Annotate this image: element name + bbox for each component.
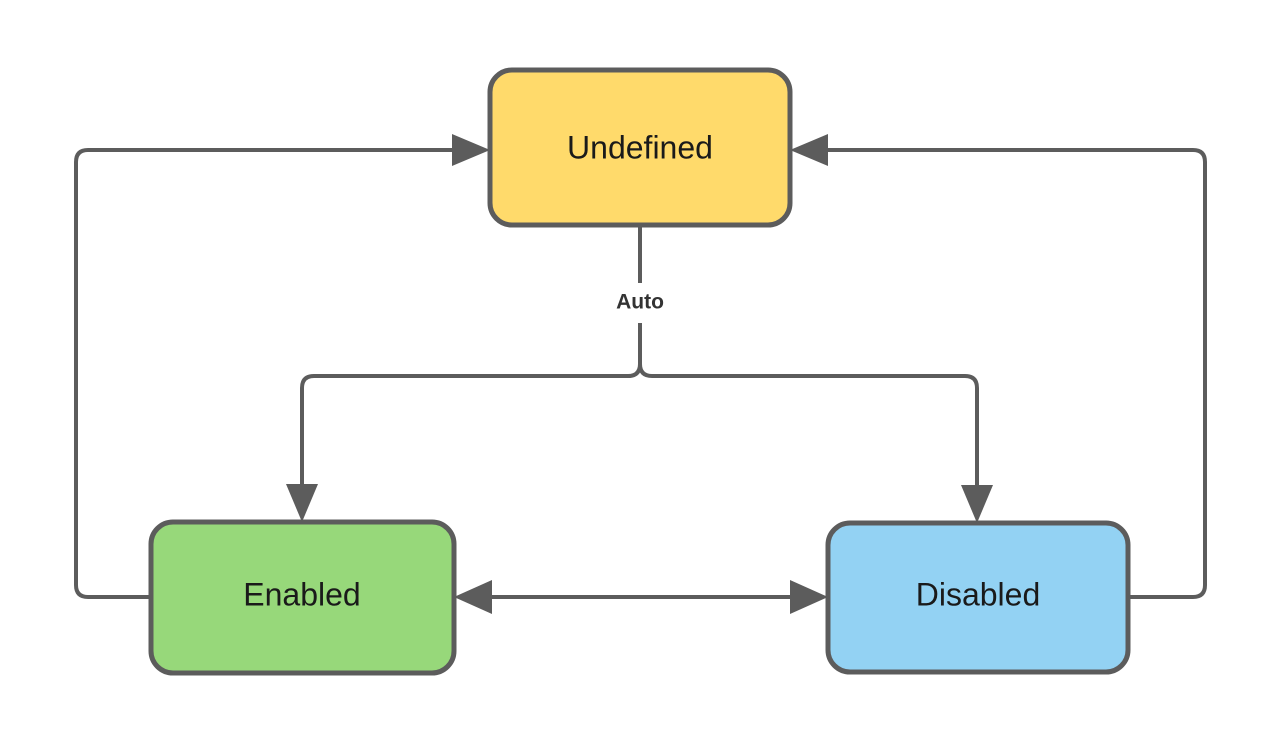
edge-enabled-disabled-arrowhead-left (454, 580, 492, 614)
edge-enabled-disabled-bidirectional[interactable] (454, 580, 828, 614)
edge-enabled-to-undefined-arrowhead (452, 134, 490, 166)
edge-auto-to-enabled-line (300, 363, 642, 489)
edge-disabled-to-undefined-line (828, 148, 1207, 599)
edge-auto-to-disabled-arrowhead (961, 485, 993, 523)
edge-auto-to-disabled[interactable] (638, 363, 993, 523)
edge-disabled-to-undefined-arrowhead (790, 134, 828, 166)
edge-label-auto-backdrop (596, 286, 684, 320)
edge-label-auto: Auto (596, 286, 684, 320)
edge-enabled-to-undefined[interactable] (74, 134, 490, 599)
node-enabled[interactable]: Enabled (148, 519, 457, 676)
edge-label-auto-text: Auto (616, 291, 664, 314)
node-enabled-box (148, 519, 457, 676)
edge-auto-to-disabled-line (638, 363, 979, 489)
node-undefined[interactable]: Undefined (487, 67, 793, 228)
edge-enabled-to-undefined-line (74, 148, 452, 599)
node-disabled-label: Disabled (916, 576, 1041, 612)
node-enabled-label: Enabled (243, 576, 360, 612)
edge-disabled-to-undefined[interactable] (790, 134, 1207, 599)
edge-auto-to-enabled[interactable] (286, 363, 642, 522)
edge-enabled-disabled-arrowhead-right (790, 580, 828, 614)
node-disabled[interactable]: Disabled (825, 520, 1131, 675)
edge-auto-to-enabled-arrowhead (286, 484, 318, 522)
node-undefined-box (487, 67, 793, 228)
node-undefined-label: Undefined (567, 129, 713, 165)
node-disabled-box (825, 520, 1131, 675)
